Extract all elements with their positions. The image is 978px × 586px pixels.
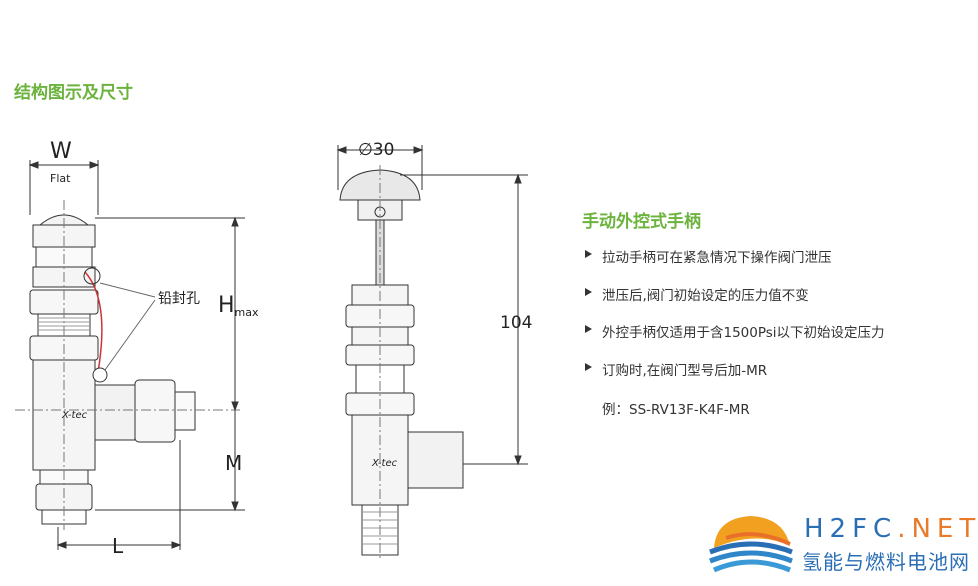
bullet-icon — [585, 250, 592, 258]
height-label: 104 — [500, 313, 532, 333]
hmax-label: Hmax — [218, 293, 259, 319]
feature-item: 外控手柄仅适用于含1500Psi以下初始设定压力 — [583, 321, 885, 359]
feature-item: 订购时,在阀门型号后加-MR — [583, 359, 885, 397]
section-title: 结构图示及尺寸 — [14, 83, 133, 103]
logo-cn: 氢能与燃料电池网 — [802, 550, 970, 574]
m-label: M — [225, 451, 242, 475]
diameter-label: ∅30 — [358, 140, 394, 160]
right-valve-drawing — [336, 145, 528, 560]
bullet-icon — [585, 362, 592, 371]
feature-list: 拉动手柄可在紧急情况下操作阀门泄压 泄压后,阀门初始设定的压力值不变 外控手柄仅… — [583, 246, 885, 396]
left-valve-drawing — [15, 160, 245, 550]
brand-mark-left: X-tec — [61, 410, 88, 421]
h2fc-logo: H2FC.NET 氢能与燃料电池网 — [706, 508, 976, 578]
logo-en: H2FC.NET — [804, 514, 978, 544]
width-label: W — [50, 139, 72, 164]
bullet-icon — [585, 325, 592, 333]
bullet-icon — [585, 287, 592, 296]
feature-item: 泄压后,阀门初始设定的压力值不变 — [583, 284, 885, 322]
order-example: 例：SS-RV13F-K4F-MR — [602, 402, 750, 418]
feature-title: 手动外控式手柄 — [582, 212, 701, 232]
feature-item: 拉动手柄可在紧急情况下操作阀门泄压 — [583, 246, 885, 284]
sun-wave-logo-icon — [709, 516, 793, 573]
flat-label: Flat — [50, 172, 71, 185]
seal-hole-label: 铅封孔 — [158, 291, 200, 307]
l-label: L — [112, 534, 124, 558]
brand-mark-right: X-tec — [371, 458, 398, 469]
